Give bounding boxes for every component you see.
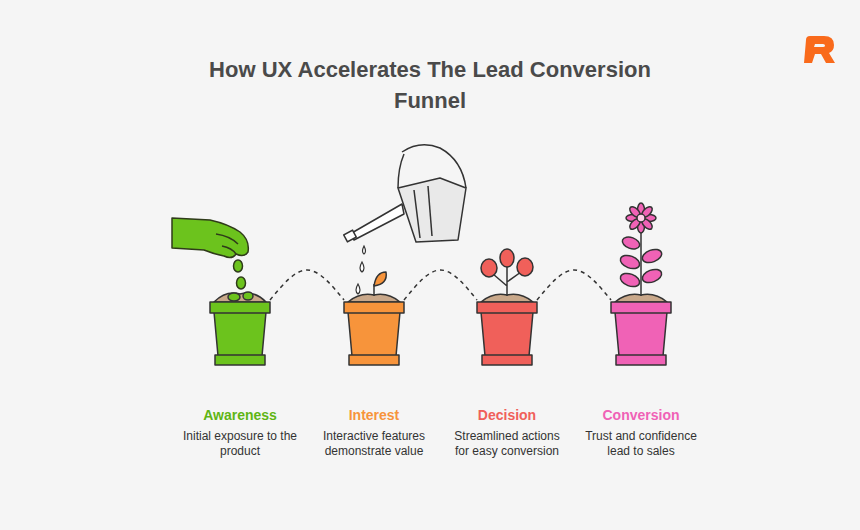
- stage-node: InterestInteractive features demonstrate…: [309, 300, 439, 459]
- stage-description: Interactive features demonstrate value: [314, 429, 434, 459]
- dashed-connector: [404, 270, 477, 300]
- title: How UX Accelerates The Lead Conversion F…: [200, 54, 660, 116]
- stage-heading: Awareness: [175, 406, 305, 424]
- watering-can: [344, 145, 466, 242]
- stage-description: Streamlined actions for easy conversion: [447, 429, 567, 459]
- dashed-connector: [537, 270, 611, 300]
- water-drops: [356, 246, 366, 294]
- stage-node: AwarenessInitial exposure to the product: [175, 300, 305, 459]
- logo: [804, 36, 835, 63]
- stage-description: Initial exposure to the product: [180, 429, 300, 459]
- pots: [210, 203, 671, 365]
- dashed-connector: [270, 270, 344, 300]
- stage-heading: Decision: [442, 406, 572, 424]
- stage-heading: Interest: [309, 406, 439, 424]
- stage-description: Trust and confidence lead to sales: [581, 429, 701, 459]
- stage-node: ConversionTrust and confidence lead to s…: [576, 300, 706, 459]
- stage-node: DecisionStreamlined actions for easy con…: [442, 300, 572, 459]
- hand-illustration: [172, 218, 248, 289]
- stage-heading: Conversion: [576, 406, 706, 424]
